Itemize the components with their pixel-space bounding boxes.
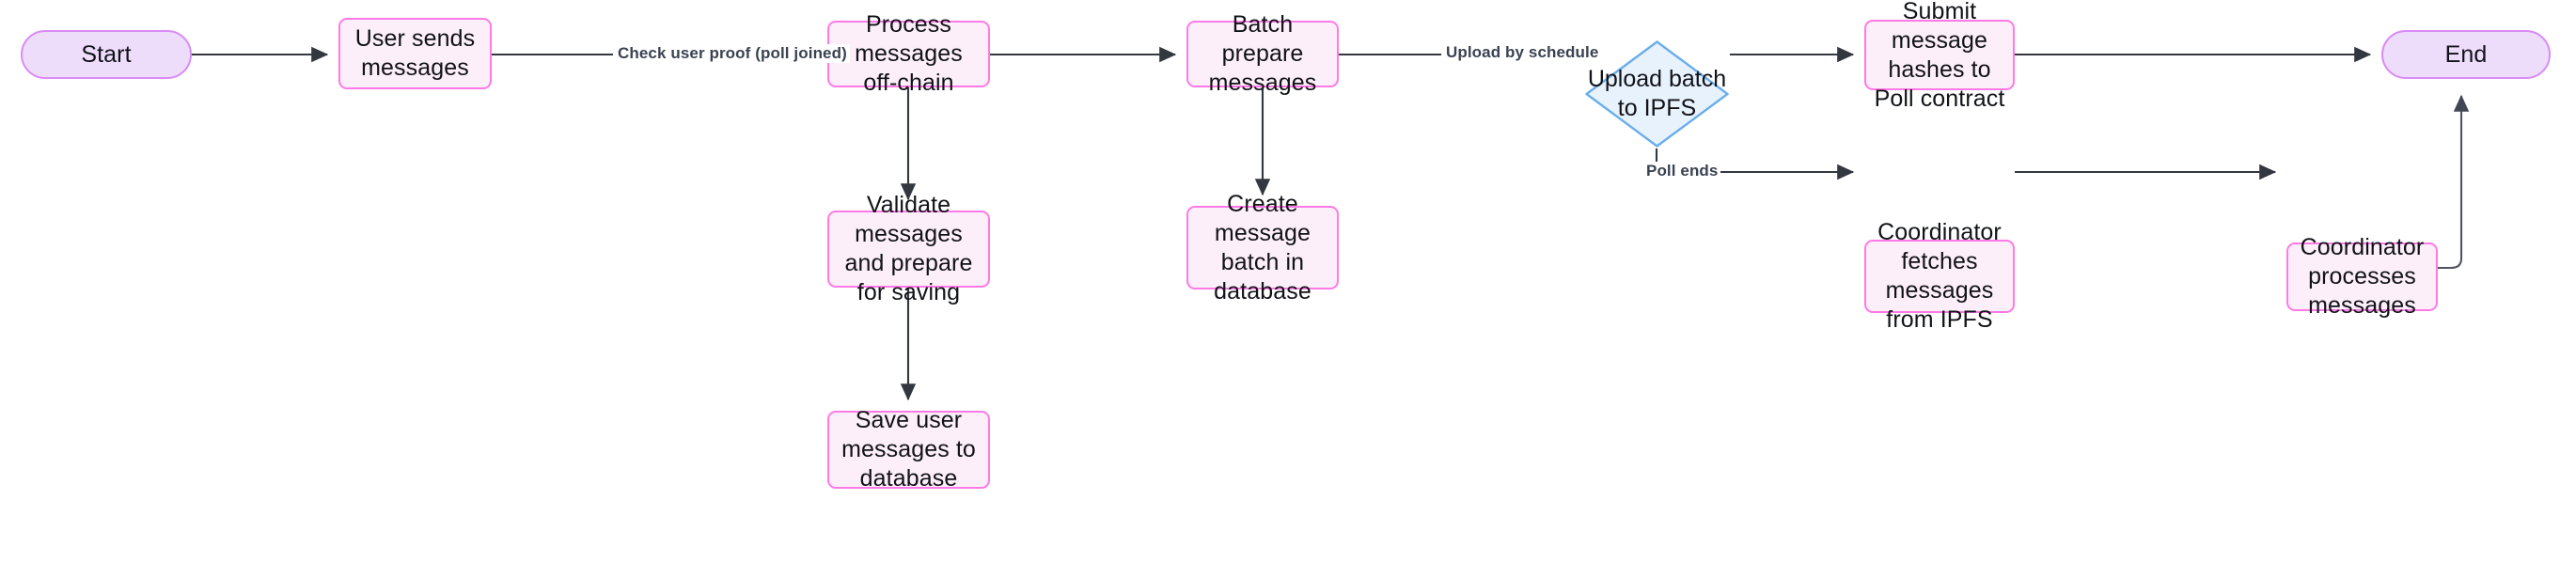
edge-label-check-user-proof-text: Check user proof (poll joined) xyxy=(618,44,847,62)
edge-label-upload-by-schedule: Upload by schedule xyxy=(1443,43,1602,62)
edge-coord-process-to-end-route xyxy=(2438,94,2470,270)
edge-label-upload-by-schedule-text: Upload by schedule xyxy=(1446,43,1599,61)
edge-label-poll-ends: Poll ends xyxy=(1643,162,1721,180)
edge-label-poll-ends-text: Poll ends xyxy=(1646,162,1719,180)
diamond-shape-icon xyxy=(1585,40,1729,148)
node-end[interactable]: End xyxy=(2381,30,2551,79)
node-end-label: End xyxy=(2444,40,2488,68)
node-start[interactable]: Start xyxy=(21,30,192,79)
edge-label-check-user-proof: Check user proof (poll joined) xyxy=(615,44,850,63)
node-start-label: Start xyxy=(81,40,132,68)
